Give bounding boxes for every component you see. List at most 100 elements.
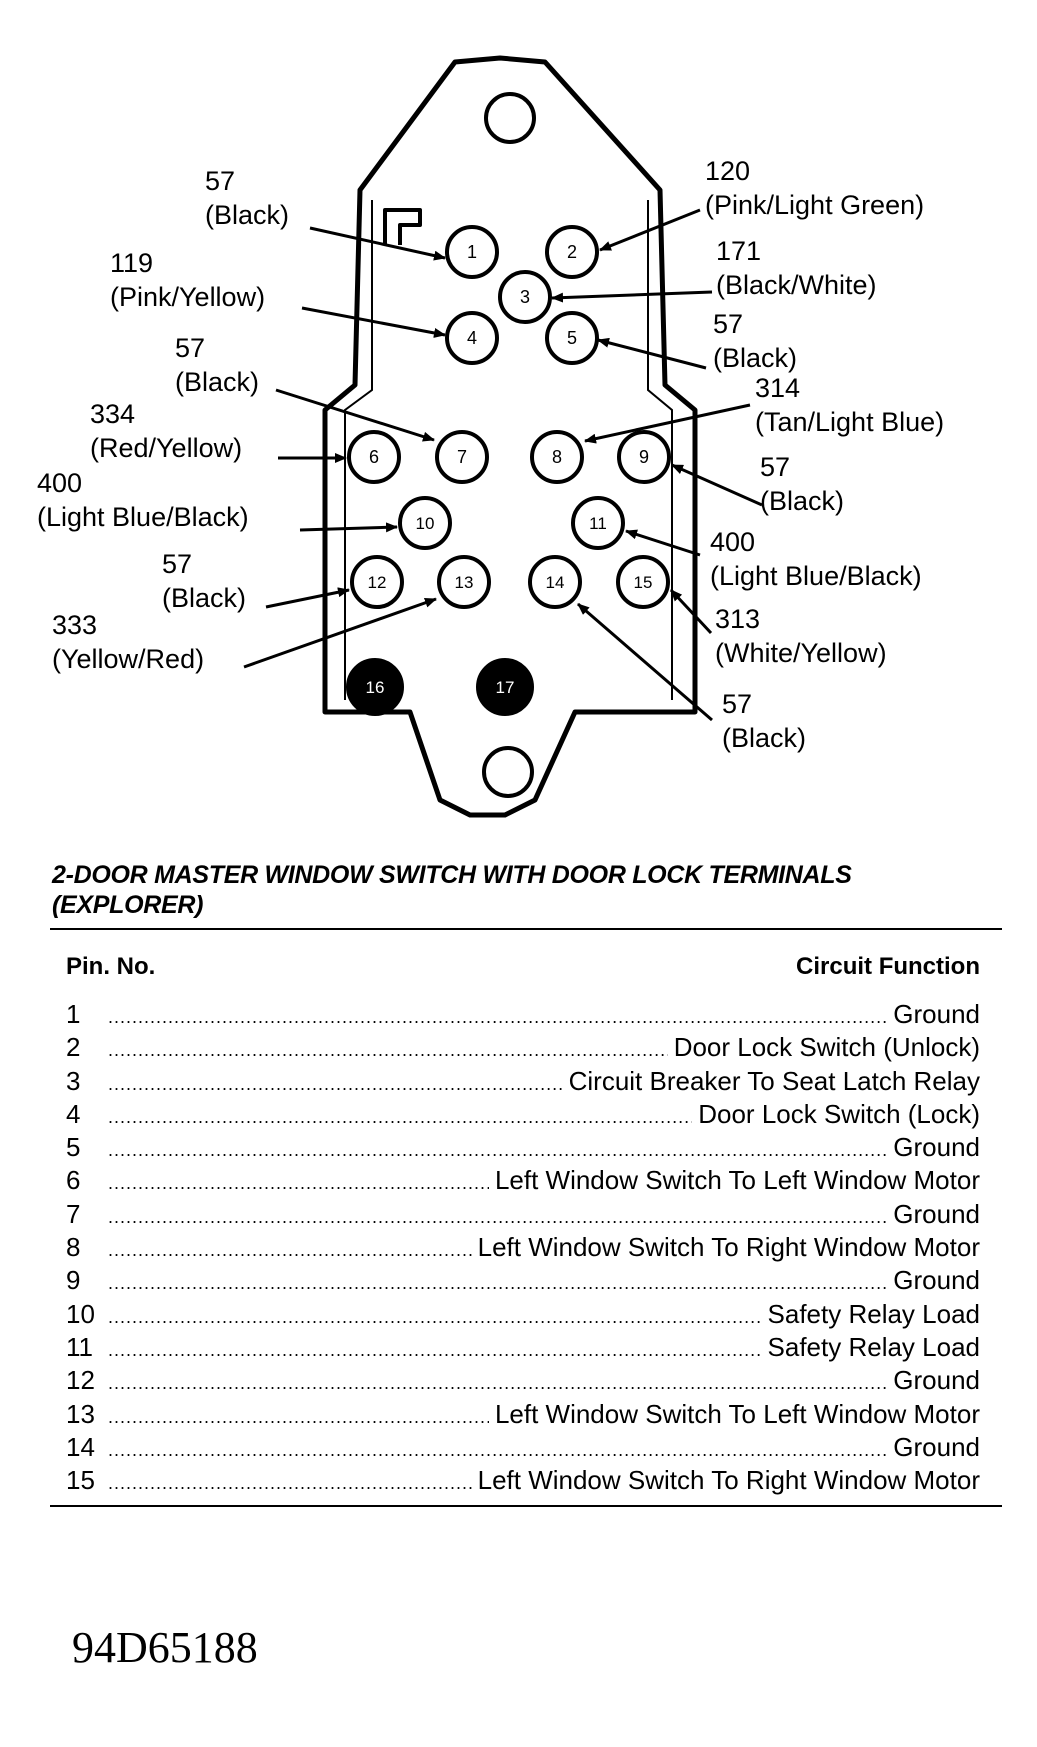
- row-dot-leader: [108, 1334, 762, 1367]
- pin-circle-17: [476, 658, 534, 716]
- wire-circuit-number: 334: [90, 399, 135, 429]
- pin-number-16: 16: [366, 678, 385, 697]
- row-pin-number: 5: [66, 1132, 81, 1163]
- pin-number-9: 9: [639, 447, 649, 467]
- leader-line-pin-7: [275, 388, 435, 442]
- pin-number-2: 2: [567, 242, 577, 262]
- leader-lines: [243, 208, 763, 722]
- pin-circle-8: [530, 430, 584, 484]
- row-dot-leader: [108, 1101, 692, 1134]
- figure-id: 94D65188: [72, 1623, 258, 1672]
- wire-color: (Black): [205, 200, 289, 230]
- wire-label-pin-8: 314(Tan/Light Blue): [755, 373, 944, 437]
- pin-terminal-4: 4: [445, 311, 499, 365]
- pin-number-17: 17: [496, 678, 515, 697]
- wire-color: (Light Blue/Black): [710, 561, 922, 591]
- leader-line-pin-15: [669, 588, 713, 635]
- wire-circuit-number: 314: [755, 373, 800, 403]
- row-circuit-function: Circuit Breaker To Seat Latch Relay: [568, 1065, 980, 1096]
- row-circuit-function: Door Lock Switch (Lock): [698, 1098, 980, 1129]
- leader-line-pin-1: [309, 226, 446, 261]
- leader-line-pin-5: [597, 337, 707, 370]
- row-dot-leader: [108, 1267, 887, 1300]
- pin-number-12: 12: [368, 573, 387, 592]
- pin-terminal-12: 12: [350, 555, 404, 609]
- row-circuit-function: Ground: [893, 1431, 980, 1462]
- table-caption-line1: 2-DOOR MASTER WINDOW SWITCH WITH DOOR LO…: [52, 861, 852, 889]
- row-circuit-function: Left Window Switch To Left Window Motor: [494, 1165, 980, 1196]
- pin-terminal-1: 1: [445, 225, 499, 279]
- pin-terminal-3: 3: [498, 270, 552, 324]
- table-row: 12Ground: [66, 1364, 980, 1397]
- row-dot-leader: [108, 1367, 887, 1400]
- table-row: 6 Left Window Switch To Left Window Motor: [66, 1164, 980, 1197]
- wire-color: (Black): [162, 583, 246, 613]
- wire-circuit-number: 57: [205, 166, 235, 196]
- pin-number-14: 14: [546, 573, 565, 592]
- table-row: 3Circuit Breaker To Seat Latch Relay: [66, 1065, 980, 1098]
- pin-circle-6: [347, 430, 401, 484]
- row-pin-number: 12: [66, 1365, 95, 1396]
- pin-terminal-8: 8: [530, 430, 584, 484]
- leader-line-pin-12: [265, 587, 350, 609]
- wire-labels: 57(Black)120(Pink/Light Green)171(Black/…: [37, 156, 944, 753]
- table-row: 9Ground: [66, 1264, 980, 1297]
- pin-circle-5: [545, 311, 599, 365]
- row-pin-number: 9: [66, 1265, 81, 1296]
- table-row: 4Door Lock Switch (Lock): [66, 1098, 980, 1131]
- row-pin-number: 6: [66, 1165, 81, 1196]
- wire-circuit-number: 57: [175, 333, 205, 363]
- row-dot-leader: [108, 1301, 762, 1334]
- row-pin-number: 11: [66, 1331, 93, 1362]
- wire-label-pin-7: 57(Black): [175, 333, 259, 397]
- wire-color: (Pink/Light Green): [705, 190, 924, 220]
- pin-circle-1: [445, 225, 499, 279]
- wire-circuit-number: 119: [110, 248, 153, 278]
- leader-line-pin-13: [243, 597, 437, 669]
- pin-number-3: 3: [520, 287, 530, 307]
- leader-line-pin-11: [625, 529, 701, 557]
- wire-color: (Black): [760, 486, 844, 516]
- row-pin-number: 14: [66, 1431, 95, 1462]
- wire-circuit-number: 57: [722, 689, 752, 719]
- row-circuit-function: Ground: [893, 1132, 980, 1163]
- pin-terminal-15: 15: [616, 555, 670, 609]
- pin-circle-7: [435, 430, 489, 484]
- wire-label-pin-1: 57 (Black): [205, 166, 289, 230]
- pin-number-6: 6: [369, 447, 379, 467]
- pin-circle-3: [498, 270, 552, 324]
- wire-label-pin-15: 313(White/Yellow): [715, 604, 887, 668]
- table-header: Pin. No. Circuit Function: [66, 953, 980, 983]
- row-dot-leader: [108, 1001, 887, 1034]
- wire-circuit-number: 171: [716, 236, 761, 266]
- wire-label-pin-12: 57 (Black): [162, 549, 246, 613]
- row-circuit-function: Door Lock Switch (Unlock): [673, 1032, 980, 1063]
- row-pin-number: 13: [66, 1398, 95, 1429]
- table-row: 13Left Window Switch To Left Window Moto…: [66, 1398, 980, 1431]
- wire-label-pin-2: 120(Pink/Light Green): [705, 156, 924, 220]
- wire-label-pin-6: 334(Red/Yellow): [90, 399, 242, 463]
- pin-circle-9: [617, 430, 671, 484]
- table-row: 11Safety Relay Load: [66, 1331, 980, 1364]
- wire-label-pin-11: 400 (Light Blue/Black): [710, 527, 922, 591]
- leader-line-pin-8: [584, 403, 751, 444]
- wire-circuit-number: 57: [162, 549, 192, 579]
- pin-circle-16: [346, 658, 404, 716]
- wire-label-pin-14: 57(Black): [722, 689, 806, 753]
- leader-line-pin-10: [299, 522, 398, 533]
- wire-label-pin-10: 400(Light Blue/Black): [37, 468, 249, 532]
- leader-line-pin-4: [301, 306, 446, 338]
- table-row: 10Safety Relay Load: [66, 1298, 980, 1331]
- leader-line-pin-14: [577, 602, 713, 722]
- wire-color: (Light Blue/Black): [37, 502, 249, 532]
- row-dot-leader: [108, 1201, 887, 1234]
- table-row: 1Ground: [66, 998, 980, 1031]
- leader-line-pin-2: [599, 208, 701, 252]
- wire-circuit-number: 400: [710, 527, 755, 557]
- pin-terminal-14: 14: [528, 555, 582, 609]
- pin-function-table: 1Ground2Door Lock Switch (Unlock)3Circui…: [66, 998, 980, 1497]
- pin-number-7: 7: [457, 447, 467, 467]
- row-dot-leader: [108, 1034, 668, 1067]
- pin-number-13: 13: [455, 573, 474, 592]
